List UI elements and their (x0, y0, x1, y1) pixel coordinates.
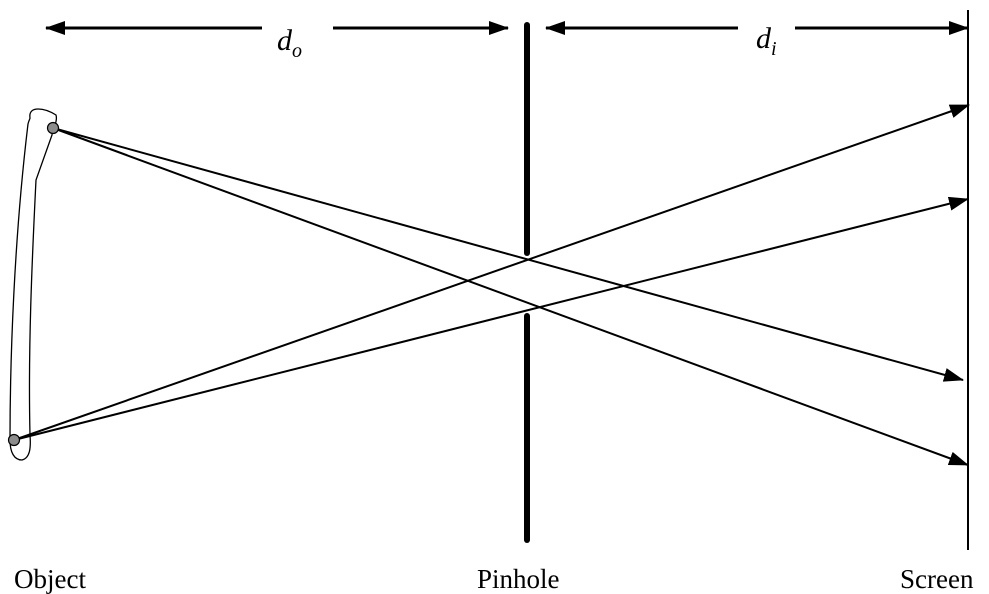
object-outline (9, 108, 58, 461)
distance-label-di: di (756, 22, 777, 60)
object-top-point (46, 121, 60, 135)
ray-top-upper (52, 127, 964, 382)
pinhole-label: Pinhole (477, 564, 560, 594)
ray-bottom-lower (13, 196, 969, 441)
screen-label: Screen (900, 564, 974, 594)
distance-arrow-do: do (45, 21, 509, 62)
object-bottom-point (7, 433, 21, 447)
ray-bottom-upper (13, 104, 970, 441)
distance-label-do: do (277, 24, 302, 62)
object-label: Object (14, 564, 86, 594)
ray-top-lower (52, 127, 969, 466)
distance-arrow-di: di (545, 21, 969, 60)
